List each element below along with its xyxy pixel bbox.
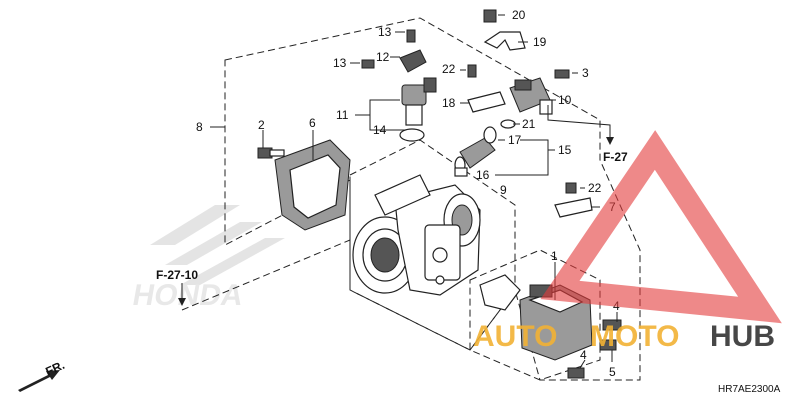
oring-part-14 [399, 128, 425, 142]
callout-13b: 13 [333, 56, 347, 70]
throttle-body-part [352, 174, 481, 296]
valve-part-10 [509, 77, 553, 115]
sensor-outline [469, 249, 601, 381]
callout-21: 21 [522, 117, 536, 131]
honda-ghost-logo: HONDA [130, 205, 285, 312]
oring-part-21 [500, 119, 516, 129]
honda-ghost-text: HONDA [130, 279, 246, 312]
callout-13a: 13 [378, 25, 392, 39]
callout-4b: 4 [580, 348, 587, 362]
callout-19: 19 [533, 35, 547, 49]
callout-10: 10 [558, 93, 572, 107]
screw-part-13b [361, 59, 375, 69]
callout-12: 12 [376, 50, 390, 64]
callout-9: 9 [500, 183, 507, 197]
watermark-triangle-icon [540, 130, 782, 324]
bolt-part-2 [257, 147, 285, 159]
stay-part-18 [467, 91, 506, 113]
callout-22b: 22 [588, 181, 602, 195]
callout-18: 18 [442, 96, 456, 110]
watermark-text-mid: MOTO [590, 320, 679, 353]
screw-part-3 [554, 69, 570, 79]
callout-14: 14 [373, 123, 387, 137]
ref-f2710-arrowhead [178, 298, 186, 306]
screw-part-13a [406, 29, 416, 43]
bolt-part-22a [467, 64, 477, 78]
bolt-part-22b [565, 182, 577, 194]
screw-part-5 [599, 339, 617, 351]
bracket-part-7 [554, 197, 593, 218]
watermark-text-right: HUB [710, 320, 775, 353]
clip-part-12 [399, 49, 427, 73]
callout-3: 3 [582, 66, 589, 80]
injector-part [454, 126, 497, 177]
front-label: FR. [43, 358, 66, 379]
callout-22a: 22 [442, 62, 456, 76]
gasket-part [479, 274, 521, 311]
screw-part-4 [567, 319, 622, 379]
callout-17: 17 [508, 133, 522, 147]
ref-leader-f2710 [181, 239, 351, 311]
ref-f2710: F-27-10 [156, 268, 198, 282]
callout-16: 16 [476, 168, 490, 182]
callout-20: 20 [512, 8, 526, 22]
cover-part-6 [274, 139, 351, 231]
bolt-part-20 [483, 9, 497, 23]
callout-1: 1 [551, 249, 558, 263]
callout-15: 15 [558, 143, 572, 157]
autmotohub-watermark: AUTO MOTO HUB [473, 130, 782, 353]
diagram-code: HR7AE2300A [718, 384, 781, 395]
ref-f27-arrowhead [606, 137, 614, 145]
callout-2: 2 [258, 118, 265, 132]
callout-8: 8 [196, 120, 203, 134]
callout-5: 5 [609, 365, 616, 379]
watermark-text-left: AUTO [473, 320, 557, 353]
clamp-part-19 [483, 31, 526, 51]
sensor-part-11 [401, 77, 437, 126]
callout-6: 6 [309, 116, 316, 130]
front-arrow-icon [18, 370, 60, 392]
callout-11: 11 [336, 108, 349, 122]
ref-f27: F-27 [603, 150, 628, 164]
